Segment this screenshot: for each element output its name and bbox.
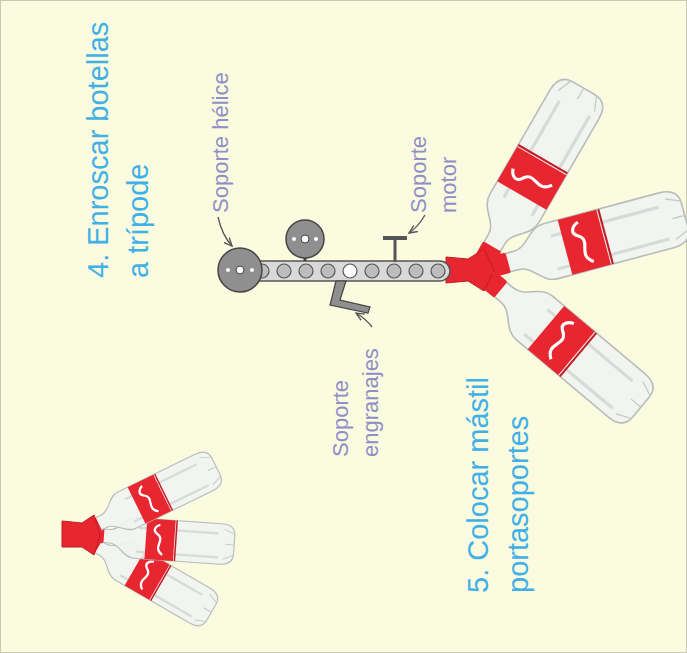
step-title: 4. Enroscar botellas a trípode — [78, 11, 158, 278]
part-label: Soporte motor — [404, 125, 464, 213]
gear-support — [330, 281, 370, 313]
bottle — [470, 257, 659, 429]
leader-lines — [218, 215, 425, 327]
bottle — [79, 448, 225, 547]
disc — [286, 220, 324, 258]
propeller-support — [218, 248, 262, 292]
small-tripod — [62, 448, 236, 629]
tripod-connector — [446, 249, 494, 291]
mast — [218, 220, 450, 313]
bottle — [459, 74, 608, 275]
step-title: 5. Colocar mástil portasoportes — [458, 361, 538, 593]
large-tripod — [446, 74, 687, 429]
part-label: Soporte hélice — [206, 72, 236, 213]
tripod-connector — [62, 515, 100, 555]
part-label: Soporte engranajes — [326, 327, 386, 457]
motor-support — [394, 239, 397, 262]
